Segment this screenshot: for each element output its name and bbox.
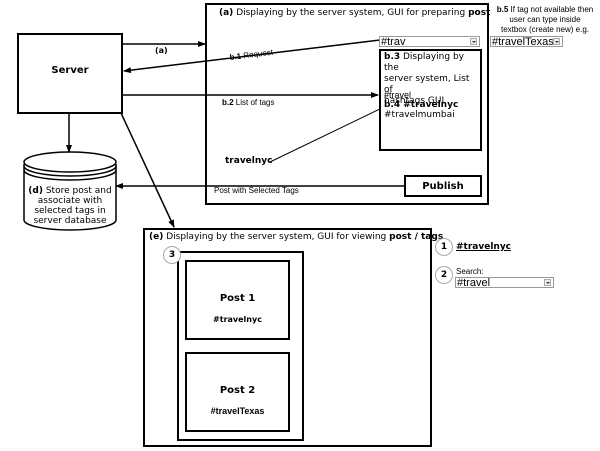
note-b5: b.5 If tag not available then user can t…	[496, 5, 594, 34]
hashtag-item[interactable]: #travel	[384, 90, 412, 100]
arrow-server-view	[120, 112, 175, 228]
server-label: Server	[51, 65, 89, 76]
publish-button[interactable]: Publish	[404, 175, 482, 197]
post-tag[interactable]: #travelnyc	[213, 315, 262, 324]
post-card[interactable]: Post 2 #travelTexas	[185, 352, 290, 432]
hashtag-item-selected[interactable]: b.4 #travelnyc	[384, 100, 459, 110]
post-title: Post 2	[219, 385, 256, 396]
search-label: Search:	[456, 267, 484, 276]
hashtag-items: #travel b.4 #travelnyc #travelmumbai	[384, 90, 458, 120]
database-cylinder	[23, 151, 117, 231]
marker-1: 1	[435, 238, 453, 256]
hashtag-item[interactable]: #travelmumbai	[384, 110, 455, 120]
hashtag-list-panel: b.3 Displaying by the server system, Lis…	[379, 49, 482, 151]
hashtag-list-title: b.3 Displaying by the server system, Lis…	[384, 52, 470, 106]
dropdown-arrow-icon[interactable]	[470, 38, 477, 45]
feed-marker-3: 3	[163, 246, 181, 264]
panel-e-title: (e) Displaying by the server system, GUI…	[149, 232, 444, 242]
new-tag-input[interactable]: #travelTexas	[490, 36, 563, 48]
arrow-b2-label: b.2 List of tags	[222, 98, 275, 107]
database-label: (d) Store post and associate with select…	[28, 186, 112, 226]
server-box: Server	[17, 33, 123, 114]
post-title: Post 1	[219, 293, 256, 304]
selected-tag-chip[interactable]: travelnyc	[225, 156, 273, 166]
tag-link[interactable]: #travelnyc	[456, 242, 512, 252]
publish-flow-label: Post with Selected Tags	[214, 186, 299, 195]
tag-input[interactable]: #trav	[379, 36, 480, 48]
post-tag[interactable]: #travelTexas	[210, 406, 265, 416]
dropdown-arrow-icon[interactable]	[544, 279, 551, 286]
post-card[interactable]: Post 1 #travelnyc	[185, 260, 290, 340]
panel-a-title: (a) Displaying by the server system, GUI…	[219, 8, 491, 18]
arrow-a-label: (a)	[155, 46, 168, 55]
dropdown-arrow-icon[interactable]	[553, 38, 560, 45]
panel-prepare-post: (a) Displaying by the server system, GUI…	[205, 3, 491, 205]
search-input[interactable]: #travel	[455, 277, 554, 289]
marker-2: 2	[435, 266, 453, 284]
